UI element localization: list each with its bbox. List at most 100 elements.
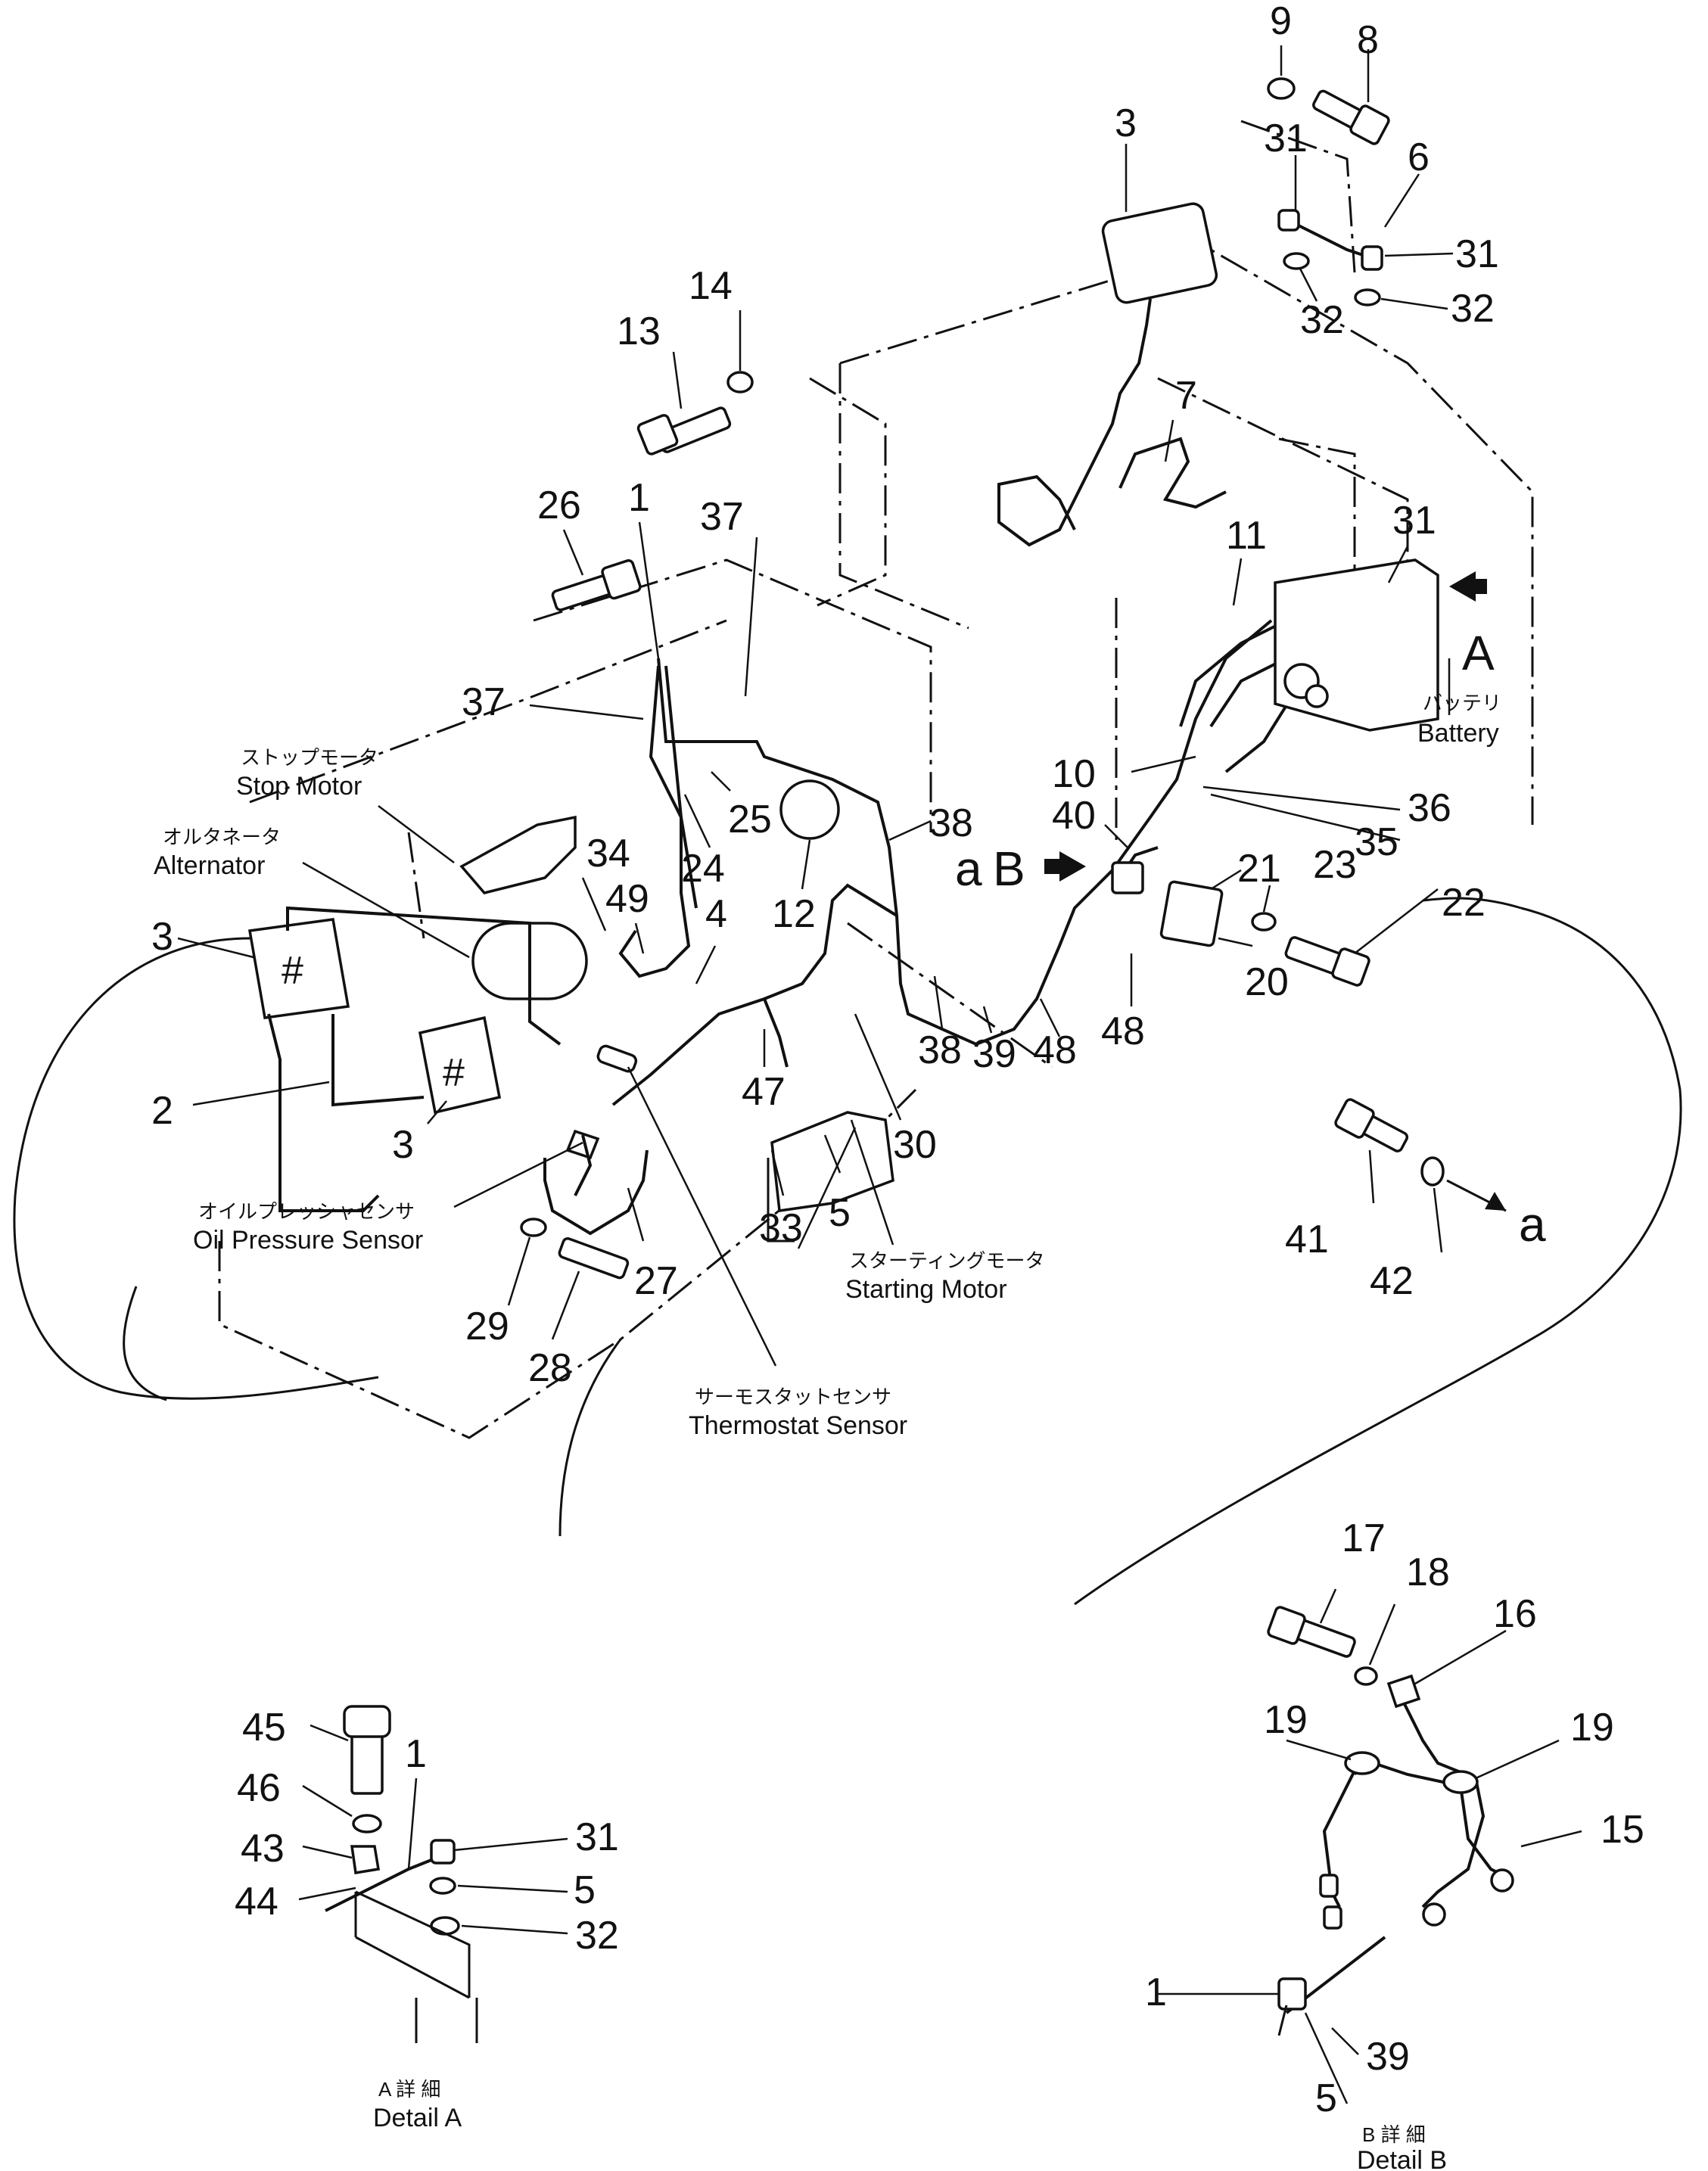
callout-1-a: 1 bbox=[405, 1732, 427, 1776]
detail-b-title-en: Detail B bbox=[1357, 2146, 1447, 2171]
callout-39-b: 39 bbox=[1366, 2035, 1410, 2079]
battery-label-en: Battery bbox=[1417, 719, 1499, 748]
washer-46 bbox=[352, 1814, 382, 1834]
washer-23 bbox=[1251, 912, 1277, 932]
bolt-26 bbox=[551, 559, 642, 611]
machine-outline bbox=[13, 120, 1682, 1606]
harness-branch-left bbox=[618, 665, 691, 978]
bolt-22 bbox=[1284, 936, 1370, 987]
detail-a-title-en: Detail A bbox=[373, 2104, 462, 2132]
ref-a-upper: a bbox=[955, 841, 982, 896]
cable-7 bbox=[1118, 437, 1227, 509]
callout-24: 24 bbox=[681, 847, 725, 891]
thermo-label-jp: サーモスタットセンサ bbox=[695, 1386, 891, 1408]
detail-a bbox=[325, 1705, 478, 2043]
callout-48-b: 48 bbox=[1033, 1028, 1077, 1072]
clamp-19-b bbox=[1442, 1770, 1479, 1794]
callout-4: 4 bbox=[705, 892, 727, 936]
detail-a-title-jp: A 詳 細 bbox=[378, 2078, 440, 2101]
callout-38-b: 38 bbox=[918, 1028, 962, 1072]
callout-41: 41 bbox=[1285, 1218, 1329, 1261]
callout-31-a: 31 bbox=[1264, 117, 1308, 160]
callout-18: 18 bbox=[1406, 1550, 1450, 1594]
callout-33: 33 bbox=[759, 1206, 803, 1250]
callout-5: 5 bbox=[829, 1191, 851, 1235]
leader-lines bbox=[177, 45, 1582, 2104]
oil-sensor-label-jp: オイルプレッシャセンサ bbox=[198, 1200, 415, 1223]
callout-27: 27 bbox=[634, 1259, 678, 1303]
relay-20 bbox=[1159, 880, 1224, 947]
battery bbox=[1274, 558, 1439, 732]
bolt-28 bbox=[558, 1236, 630, 1280]
callout-25: 25 bbox=[728, 798, 772, 841]
view-b-arrow bbox=[1044, 851, 1086, 882]
detail-b bbox=[1267, 1606, 1514, 2036]
callout-19-b: 19 bbox=[1570, 1706, 1614, 1750]
callout-26: 26 bbox=[537, 484, 581, 527]
callout-3-left: 3 bbox=[151, 915, 173, 959]
callout-14: 14 bbox=[689, 264, 733, 308]
relay-40 bbox=[1111, 861, 1144, 894]
washer-18 bbox=[1354, 1666, 1378, 1686]
callout-1-b: 1 bbox=[1145, 1970, 1167, 2014]
harness-detail-a bbox=[325, 1852, 447, 1912]
detail-b-title-jp: B 詳 細 bbox=[1362, 2123, 1426, 2146]
callout-5-a: 5 bbox=[574, 1868, 596, 1912]
callout-35: 35 bbox=[1355, 820, 1398, 864]
lamp-wire-top bbox=[997, 298, 1152, 547]
callout-40: 40 bbox=[1052, 794, 1096, 838]
lamp-left-2 bbox=[418, 1016, 502, 1115]
parts: # # bbox=[247, 77, 1507, 1280]
callout-5-b: 5 bbox=[1315, 2076, 1337, 2120]
callout-29: 29 bbox=[465, 1305, 509, 1348]
callout-17: 17 bbox=[1342, 1516, 1386, 1560]
callout-43: 43 bbox=[241, 1827, 285, 1871]
horn-12 bbox=[779, 779, 840, 840]
lamp-grid-1: # bbox=[282, 949, 303, 993]
alternator-label-en: Alternator bbox=[154, 851, 265, 880]
stop-motor-label-en: Stop Motor bbox=[236, 772, 362, 801]
callout-9: 9 bbox=[1270, 0, 1292, 43]
callout-3-low: 3 bbox=[392, 1123, 414, 1167]
callout-1-main: 1 bbox=[628, 476, 650, 520]
callout-8: 8 bbox=[1357, 18, 1379, 62]
starting-label-jp: スターティングモータ bbox=[849, 1249, 1044, 1272]
washer-42 bbox=[1420, 1156, 1445, 1187]
thermo-label-en: Thermostat Sensor bbox=[689, 1411, 907, 1440]
ref-a-lower: a bbox=[1519, 1197, 1546, 1252]
callout-34: 34 bbox=[586, 832, 630, 876]
callout-45: 45 bbox=[242, 1706, 286, 1750]
callout-13: 13 bbox=[617, 309, 661, 353]
washer-9 bbox=[1267, 77, 1296, 100]
bolt-17 bbox=[1267, 1606, 1356, 1658]
callout-6: 6 bbox=[1408, 135, 1430, 179]
callout-31-c: 31 bbox=[1392, 499, 1436, 543]
callout-2: 2 bbox=[151, 1089, 173, 1133]
bolt-13 bbox=[636, 406, 732, 456]
callout-31-d: 31 bbox=[575, 1815, 619, 1859]
battery-label-jp: バッテリ bbox=[1423, 692, 1501, 714]
callouts: 9 8 3 31 6 31 32 32 14 13 7 26 1 37 11 3… bbox=[151, 0, 1644, 2120]
callout-30: 30 bbox=[893, 1123, 937, 1167]
callout-3-top: 3 bbox=[1115, 101, 1137, 145]
callout-21: 21 bbox=[1237, 847, 1281, 891]
stop-motor bbox=[459, 815, 577, 894]
callout-15: 15 bbox=[1601, 1808, 1644, 1852]
view-a-arrow bbox=[1449, 571, 1487, 602]
clip-43 bbox=[350, 1845, 381, 1875]
callout-32-b: 32 bbox=[1451, 287, 1495, 331]
callout-32-a: 32 bbox=[1300, 298, 1344, 342]
lamp-grid-2: # bbox=[443, 1051, 465, 1095]
starting-motor bbox=[770, 1111, 894, 1212]
callout-10: 10 bbox=[1052, 752, 1096, 796]
callout-16: 16 bbox=[1493, 1592, 1537, 1636]
callout-22: 22 bbox=[1442, 881, 1486, 925]
callout-32-c: 32 bbox=[575, 1914, 619, 1958]
callout-23: 23 bbox=[1313, 843, 1357, 887]
callout-49: 49 bbox=[605, 877, 649, 921]
clamp-19-a bbox=[1344, 1751, 1380, 1775]
callout-19-a: 19 bbox=[1264, 1698, 1308, 1742]
callout-37-b: 37 bbox=[462, 680, 506, 724]
wire-27 bbox=[543, 1149, 649, 1236]
